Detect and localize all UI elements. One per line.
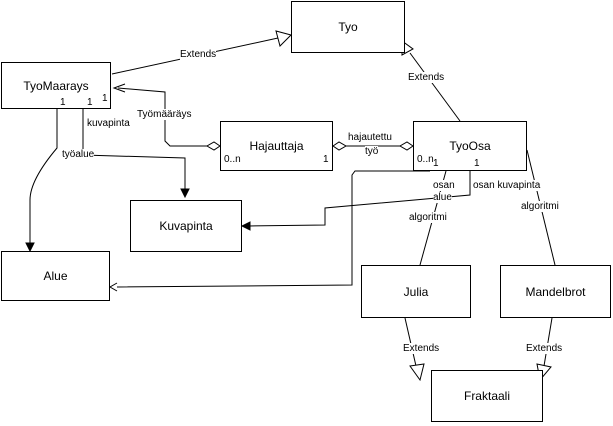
edge-tyomaarays-kuvapinta	[82, 109, 186, 190]
class-kuvapinta[interactable]: Kuvapinta	[130, 200, 242, 252]
aggregation-diamond-tyoosa	[398, 141, 414, 151]
mult-tyoosa-0n: 0..n	[417, 154, 434, 165]
label-algoritmi-julia: algoritmi	[409, 212, 447, 223]
mult-hajauttaja-0n: 0..n	[224, 154, 241, 165]
label-tyoalue-assoc: työalue	[62, 149, 95, 160]
edge-mandelbrot-extends-fraktaali	[543, 317, 553, 367]
mult-tyoosa-1b: 1	[474, 158, 480, 169]
label-osan-alue-line2: alue	[433, 192, 452, 203]
label-tyomaarays-assoc: Työmääräys	[137, 109, 192, 120]
arrowhead-tyomaarays-open	[112, 83, 126, 93]
label-extends-tyoosa: Extends	[408, 72, 445, 83]
class-julia[interactable]: Julia	[361, 265, 471, 318]
arrowhead-tyo-from-tyomaarays	[275, 30, 292, 47]
label-hajautettu: hajautettu	[348, 132, 392, 143]
class-tyoosa[interactable]: TyoOsa	[413, 121, 527, 171]
label-algoritmi-mandelbrot: algoritmi	[521, 201, 559, 212]
mult-hajauttaja-1: 1	[323, 154, 329, 165]
class-fraktaali[interactable]: Fraktaali	[431, 370, 543, 422]
label-osan-alue-line1: osan	[433, 180, 455, 191]
class-tyomaarays[interactable]: TyoMaarays	[1, 62, 111, 109]
edge-tyoosa-extends-tyo	[409, 52, 461, 122]
edge-tyoosa-kuvapinta	[248, 171, 471, 227]
arrowhead-kuvapinta-top	[180, 188, 190, 199]
mult-tyomaarays-1c: 1	[102, 93, 108, 104]
label-kuvapinta-assoc: kuvapinta	[87, 118, 130, 129]
aggregation-diamond-hajauttaja-left	[205, 141, 221, 151]
mult-tyomaarays-1b: 1	[87, 97, 93, 108]
label-extends-tyomaarays: Extends	[180, 49, 217, 60]
label-extends-julia: Extends	[403, 343, 440, 354]
label-extends-mandelbrot: Extends	[526, 343, 563, 354]
arrowhead-kuvapinta-right	[240, 221, 251, 231]
edge-hajauttaja-tyomaarays	[117, 87, 207, 147]
class-mandelbrot[interactable]: Mandelbrot	[500, 265, 611, 318]
edge-tyoosa-alue	[116, 170, 430, 288]
arrowhead-alue-open	[108, 282, 118, 292]
label-osan-kuvapinta: osan kuvapinta	[473, 180, 541, 191]
class-tyo[interactable]: Tyo	[291, 1, 405, 53]
aggregation-diamond-hajauttaja-right	[332, 141, 348, 151]
class-hajauttaja[interactable]: Hajauttaja	[220, 121, 333, 171]
class-alue[interactable]: Alue	[1, 251, 110, 301]
arrowhead-fraktaali-from-julia	[409, 363, 425, 382]
edge-julia-extends-fraktaali	[404, 317, 417, 367]
edge-tyomaarays-alue	[29, 109, 58, 244]
mult-tyoosa-1a: 1	[433, 158, 439, 169]
mult-tyomaarays-1a: 1	[60, 97, 66, 108]
arrowhead-alue	[25, 242, 35, 253]
label-hajautettu-tyo: työ	[365, 146, 379, 157]
